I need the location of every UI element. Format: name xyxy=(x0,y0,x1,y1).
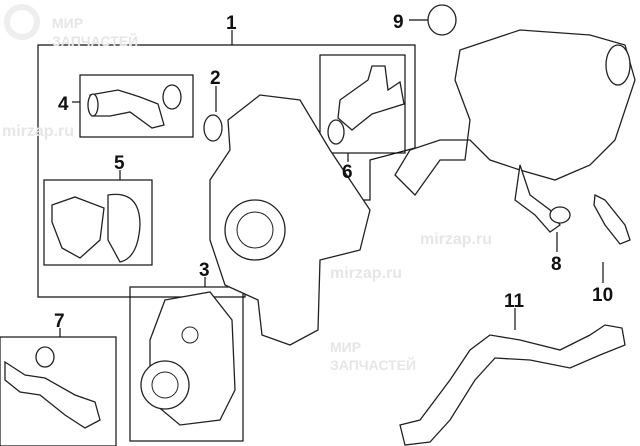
callout-3: 3 xyxy=(199,260,210,281)
group-box-5 xyxy=(43,179,153,266)
callout-5: 5 xyxy=(114,153,125,174)
watermark-logo: МИР ЗАПЧАСТЕЙ mirzap.ru mirzap.ru mirzap… xyxy=(2,4,492,373)
callout-11: 11 xyxy=(504,291,525,312)
watermark-text: ЗАПЧАСТЕЙ xyxy=(330,356,416,373)
pipe-part-4 xyxy=(87,84,182,129)
water-pump-part-3 xyxy=(140,291,236,426)
callout-6: 6 xyxy=(342,162,353,183)
watermark-text: mirzap.ru xyxy=(420,231,492,248)
watermark-text: МИР xyxy=(52,15,83,31)
seal-ring-2 xyxy=(203,114,223,142)
group-box-3 xyxy=(129,286,244,442)
callout-4: 4 xyxy=(58,94,69,115)
watermark-text: ЗАПЧАСТЕЙ xyxy=(52,32,138,49)
callout-9: 9 xyxy=(393,12,404,33)
group-box-4 xyxy=(79,74,194,138)
group-box-6 xyxy=(319,54,406,154)
sensor-part-10 xyxy=(593,193,631,245)
hose-part-11 xyxy=(399,324,626,446)
connector-part-8 xyxy=(549,206,571,224)
watermark-text: mirzap.ru xyxy=(330,265,402,282)
watermark-text: МИР xyxy=(330,339,361,355)
callout-10: 10 xyxy=(592,285,613,306)
cover-part-5 xyxy=(51,193,141,263)
thermostat-part-6 xyxy=(327,65,405,145)
group-box-7 xyxy=(0,336,117,446)
valve-assembly xyxy=(394,29,636,233)
watermark-text: mirzap.ru xyxy=(2,123,74,140)
callout-8: 8 xyxy=(551,254,562,275)
housing-part-1 xyxy=(209,94,371,346)
callout-2: 2 xyxy=(210,68,221,89)
callout-7: 7 xyxy=(54,311,65,332)
leader-lines xyxy=(59,19,604,337)
hose-part-7 xyxy=(4,346,101,429)
callout-1: 1 xyxy=(226,13,237,34)
group-box-1 xyxy=(37,44,416,298)
seal-ring-9 xyxy=(427,4,457,36)
